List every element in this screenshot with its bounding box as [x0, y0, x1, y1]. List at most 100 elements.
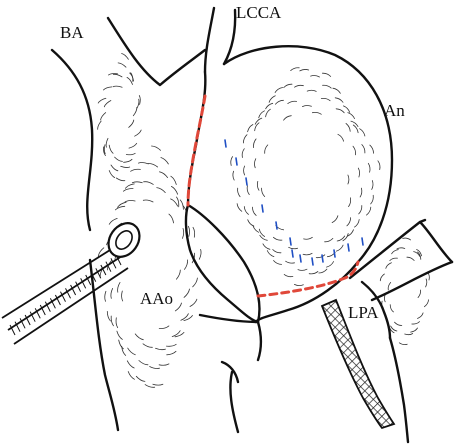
label-lcca: LCCA: [236, 3, 282, 22]
hatch-stroke: [128, 119, 135, 128]
suture-tick: [235, 157, 238, 166]
hatch-stroke: [345, 123, 351, 132]
hatch-stroke: [246, 185, 250, 195]
clamp-ridge: [80, 278, 87, 289]
hatch-stroke: [259, 234, 268, 241]
suture-tick: [289, 237, 292, 246]
hatch-stroke: [361, 144, 366, 154]
hatch-stroke: [312, 111, 322, 115]
hatch-stroke: [254, 158, 257, 169]
hatch-stroke: [347, 174, 350, 185]
hatch-stroke: [118, 339, 124, 350]
mesh-band: [320, 298, 396, 430]
hatch-stroke: [236, 203, 243, 212]
hatch-stroke: [174, 332, 185, 338]
hatch-stroke: [130, 72, 134, 82]
hatch-stroke: [369, 144, 374, 154]
suture-tick: [261, 204, 264, 213]
suture-tick: [361, 237, 364, 246]
hatch-stroke: [241, 148, 245, 158]
hatch-stroke: [391, 249, 399, 255]
hatch-stroke: [97, 97, 107, 104]
hatch-stroke: [138, 360, 149, 366]
hatch-stroke: [138, 162, 149, 165]
clamp-ridge: [49, 298, 56, 309]
hatch-stroke: [198, 249, 202, 260]
hatch-stroke: [322, 84, 332, 89]
hatch-stroke: [266, 250, 275, 257]
hatch-stroke: [134, 129, 142, 137]
hatch-stroke: [254, 117, 263, 125]
hatch-stroke: [128, 142, 138, 149]
hatch-stroke: [170, 175, 177, 185]
hatch-stroke: [188, 225, 190, 237]
hatch-stroke: [102, 146, 106, 156]
hatch-stroke: [290, 67, 300, 71]
hatch-stroke: [134, 333, 144, 341]
label-an: An: [384, 101, 405, 120]
hatch-stroke: [336, 235, 346, 242]
aortic-lumen-opening: [184, 203, 261, 324]
hatch-stroke: [283, 274, 294, 278]
hatch-stroke: [117, 62, 127, 68]
hatch-stroke: [127, 371, 135, 380]
suture-tick: [321, 254, 324, 263]
hatch-stroke: [97, 247, 105, 257]
hatch-stroke: [357, 167, 361, 178]
hatch-stroke: [318, 268, 328, 274]
hatch-stroke: [112, 85, 123, 88]
hatch-stroke: [336, 244, 344, 252]
hatch-stroke: [192, 277, 198, 288]
hatch-stroke: [352, 145, 356, 156]
hatch-stroke: [135, 375, 146, 382]
hatch-stroke: [174, 302, 182, 312]
hatch-stroke: [302, 105, 312, 107]
hatch-stroke: [97, 120, 102, 130]
hatch-stroke: [117, 201, 127, 208]
hatch-stroke: [410, 327, 418, 333]
hatch-stroke: [343, 105, 351, 113]
hatch-stroke: [283, 83, 293, 88]
suture-tick: [291, 249, 294, 258]
hatch-stroke: [389, 304, 394, 313]
hatch-stroke: [108, 170, 116, 178]
hatch-stroke: [394, 321, 403, 326]
hatch-stroke: [116, 330, 123, 340]
hatch-stroke: [171, 186, 178, 195]
suture-tick: [347, 243, 350, 252]
hatch-stroke: [337, 133, 344, 142]
clamp-ridge: [19, 318, 26, 329]
clamp-ridge: [90, 271, 97, 282]
hatch-stroke: [287, 100, 297, 104]
clamp-ridge: [44, 301, 51, 312]
hatch-stroke: [243, 165, 245, 176]
hatch-stroke: [138, 95, 141, 105]
hatch-stroke: [192, 226, 196, 238]
hatch-stroke: [258, 228, 265, 237]
hatch-stroke: [144, 384, 156, 388]
hatch-stroke: [110, 288, 113, 299]
hatch-stroke: [303, 236, 313, 240]
hatch-stroke: [182, 228, 185, 239]
hatch-stroke: [155, 347, 166, 351]
hatch-stroke: [417, 289, 421, 298]
clamp-ridge: [110, 258, 117, 269]
hatch-stroke: [108, 218, 118, 225]
hatch-stroke: [274, 87, 283, 93]
clamp-ridge: [105, 261, 112, 272]
hatch-stroke: [100, 112, 107, 121]
hatch-stroke: [367, 162, 371, 173]
label-aao: AAo: [140, 289, 173, 308]
hatch-stroke: [273, 260, 282, 265]
suture-marks: [224, 139, 364, 266]
hatch-stroke: [335, 108, 345, 114]
hatch-stroke: [126, 360, 135, 369]
suture-tick: [299, 254, 302, 263]
clamp-ridge: [39, 304, 46, 316]
hatch-stroke: [147, 163, 158, 168]
hatch-stroke: [237, 187, 241, 198]
hatch-stroke: [342, 233, 349, 242]
hatch-stroke: [120, 165, 131, 168]
hatch-stroke: [152, 383, 164, 386]
hatch-stroke: [425, 278, 428, 288]
